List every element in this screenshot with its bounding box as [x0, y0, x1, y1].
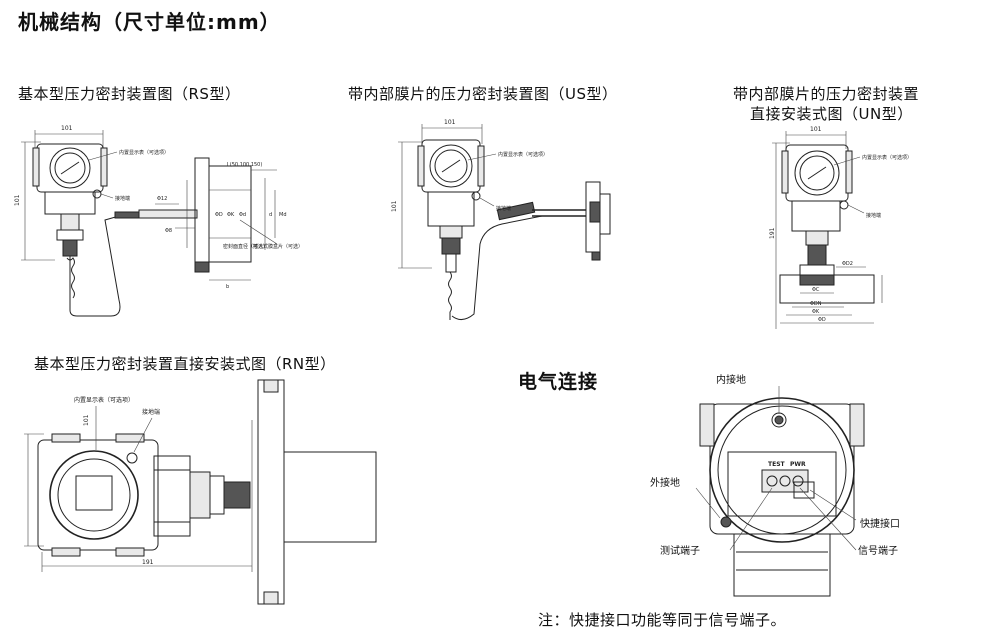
un-caption-line2: 直接安装式图（UN型） — [750, 105, 913, 123]
rs-callout-ground: 接地端 — [115, 195, 130, 202]
us-callout-display: 内置显示表（可选项） — [498, 151, 548, 158]
elec-drawing: TEST PWR — [690, 370, 880, 603]
un-dim-phiC: ΦC — [812, 287, 820, 293]
rs-caption: 基本型压力密封装置图（RS型） — [18, 85, 241, 103]
un-dim-height: 191 — [769, 227, 776, 239]
rs-dim-d: d — [269, 212, 272, 218]
elec-pwr-label: PWR — [790, 461, 806, 468]
un-dim-width: 101 — [810, 126, 822, 133]
us-drawing: 101 101 内置显示表（可选项） 接地端 — [391, 119, 624, 328]
rs-dim-phiK: ΦK — [227, 212, 235, 218]
un-caption-line1: 带内部膜片的压力密封装置 — [733, 85, 920, 103]
rn-drawing: 101 191 内置显示表（可选项） 接地端 — [14, 380, 394, 610]
elec-note: 注：快捷接口功能等同于信号端子。 — [538, 611, 787, 629]
rs-dim-phiD: ΦD — [215, 212, 223, 218]
elec-test-terminal-label: 测试端子 — [660, 546, 700, 557]
rs-dim-phi12: Φ12 — [157, 196, 167, 202]
rs-dim-phi8: Φ8 — [165, 228, 172, 234]
rs-drawing: 101 101 Φ12 Φ8 ΦD ΦK Φd d b L(50,100,150… — [14, 125, 303, 320]
un-dim-phiDN: ΦDN — [810, 301, 822, 307]
elec-signal-terminal-label: 信号端子 — [858, 546, 898, 557]
un-callout-display: 内置显示表（可选项） — [862, 154, 912, 161]
rs-dim-width: 101 — [61, 125, 73, 132]
rn-callout-ground: 接地端 — [142, 408, 160, 416]
elec-outer-ground-label: 外接地 — [650, 478, 680, 489]
un-dim-phiK: ΦK — [812, 309, 820, 315]
rn-callout-display: 内置显示表（可选项） — [74, 396, 134, 404]
rs-dim-b: b — [226, 284, 229, 290]
elec-inner-ground-label: 内接地 — [716, 375, 746, 386]
un-callout-ground: 接地端 — [866, 212, 881, 219]
us-caption: 带内部膜片的压力密封装置图（US型） — [348, 85, 618, 103]
rs-dim-L: L(50,100,150) — [227, 162, 262, 168]
rs-callout-insert: 插入式膜盒片（可选） — [253, 243, 303, 250]
rs-callout-seal: 密封面直径（可选） — [223, 243, 268, 250]
us-dim-height: 101 — [391, 200, 398, 212]
page-title: 机械结构（尺寸单位:mm） — [18, 10, 281, 34]
rn-dim-length: 191 — [142, 559, 154, 566]
elec-test-label: TEST — [768, 461, 786, 468]
rs-dim-Md: Md — [279, 212, 287, 218]
rs-callout-display: 内置显示表（可选项） — [119, 149, 169, 156]
rs-dim-phid: Φd — [239, 212, 246, 218]
un-dim-phiD2: ΦD2 — [842, 261, 853, 267]
us-callout-ground: 接地端 — [496, 205, 511, 212]
us-dim-width: 101 — [444, 119, 456, 126]
rn-dim-height: 101 — [83, 414, 90, 426]
rs-dim-height: 101 — [14, 194, 21, 206]
rn-caption: 基本型压力密封装置直接安装式图（RN型） — [34, 355, 336, 373]
un-drawing: 101 191 ΦD2 ΦC ΦDN ΦK ΦD 内置显示表（可选项） 接地端 — [769, 126, 912, 335]
un-dim-phiD: ΦD — [818, 317, 826, 323]
elec-heading: 电气连接 — [518, 371, 599, 393]
elec-quick-connect-label: 快捷接口 — [860, 519, 900, 530]
